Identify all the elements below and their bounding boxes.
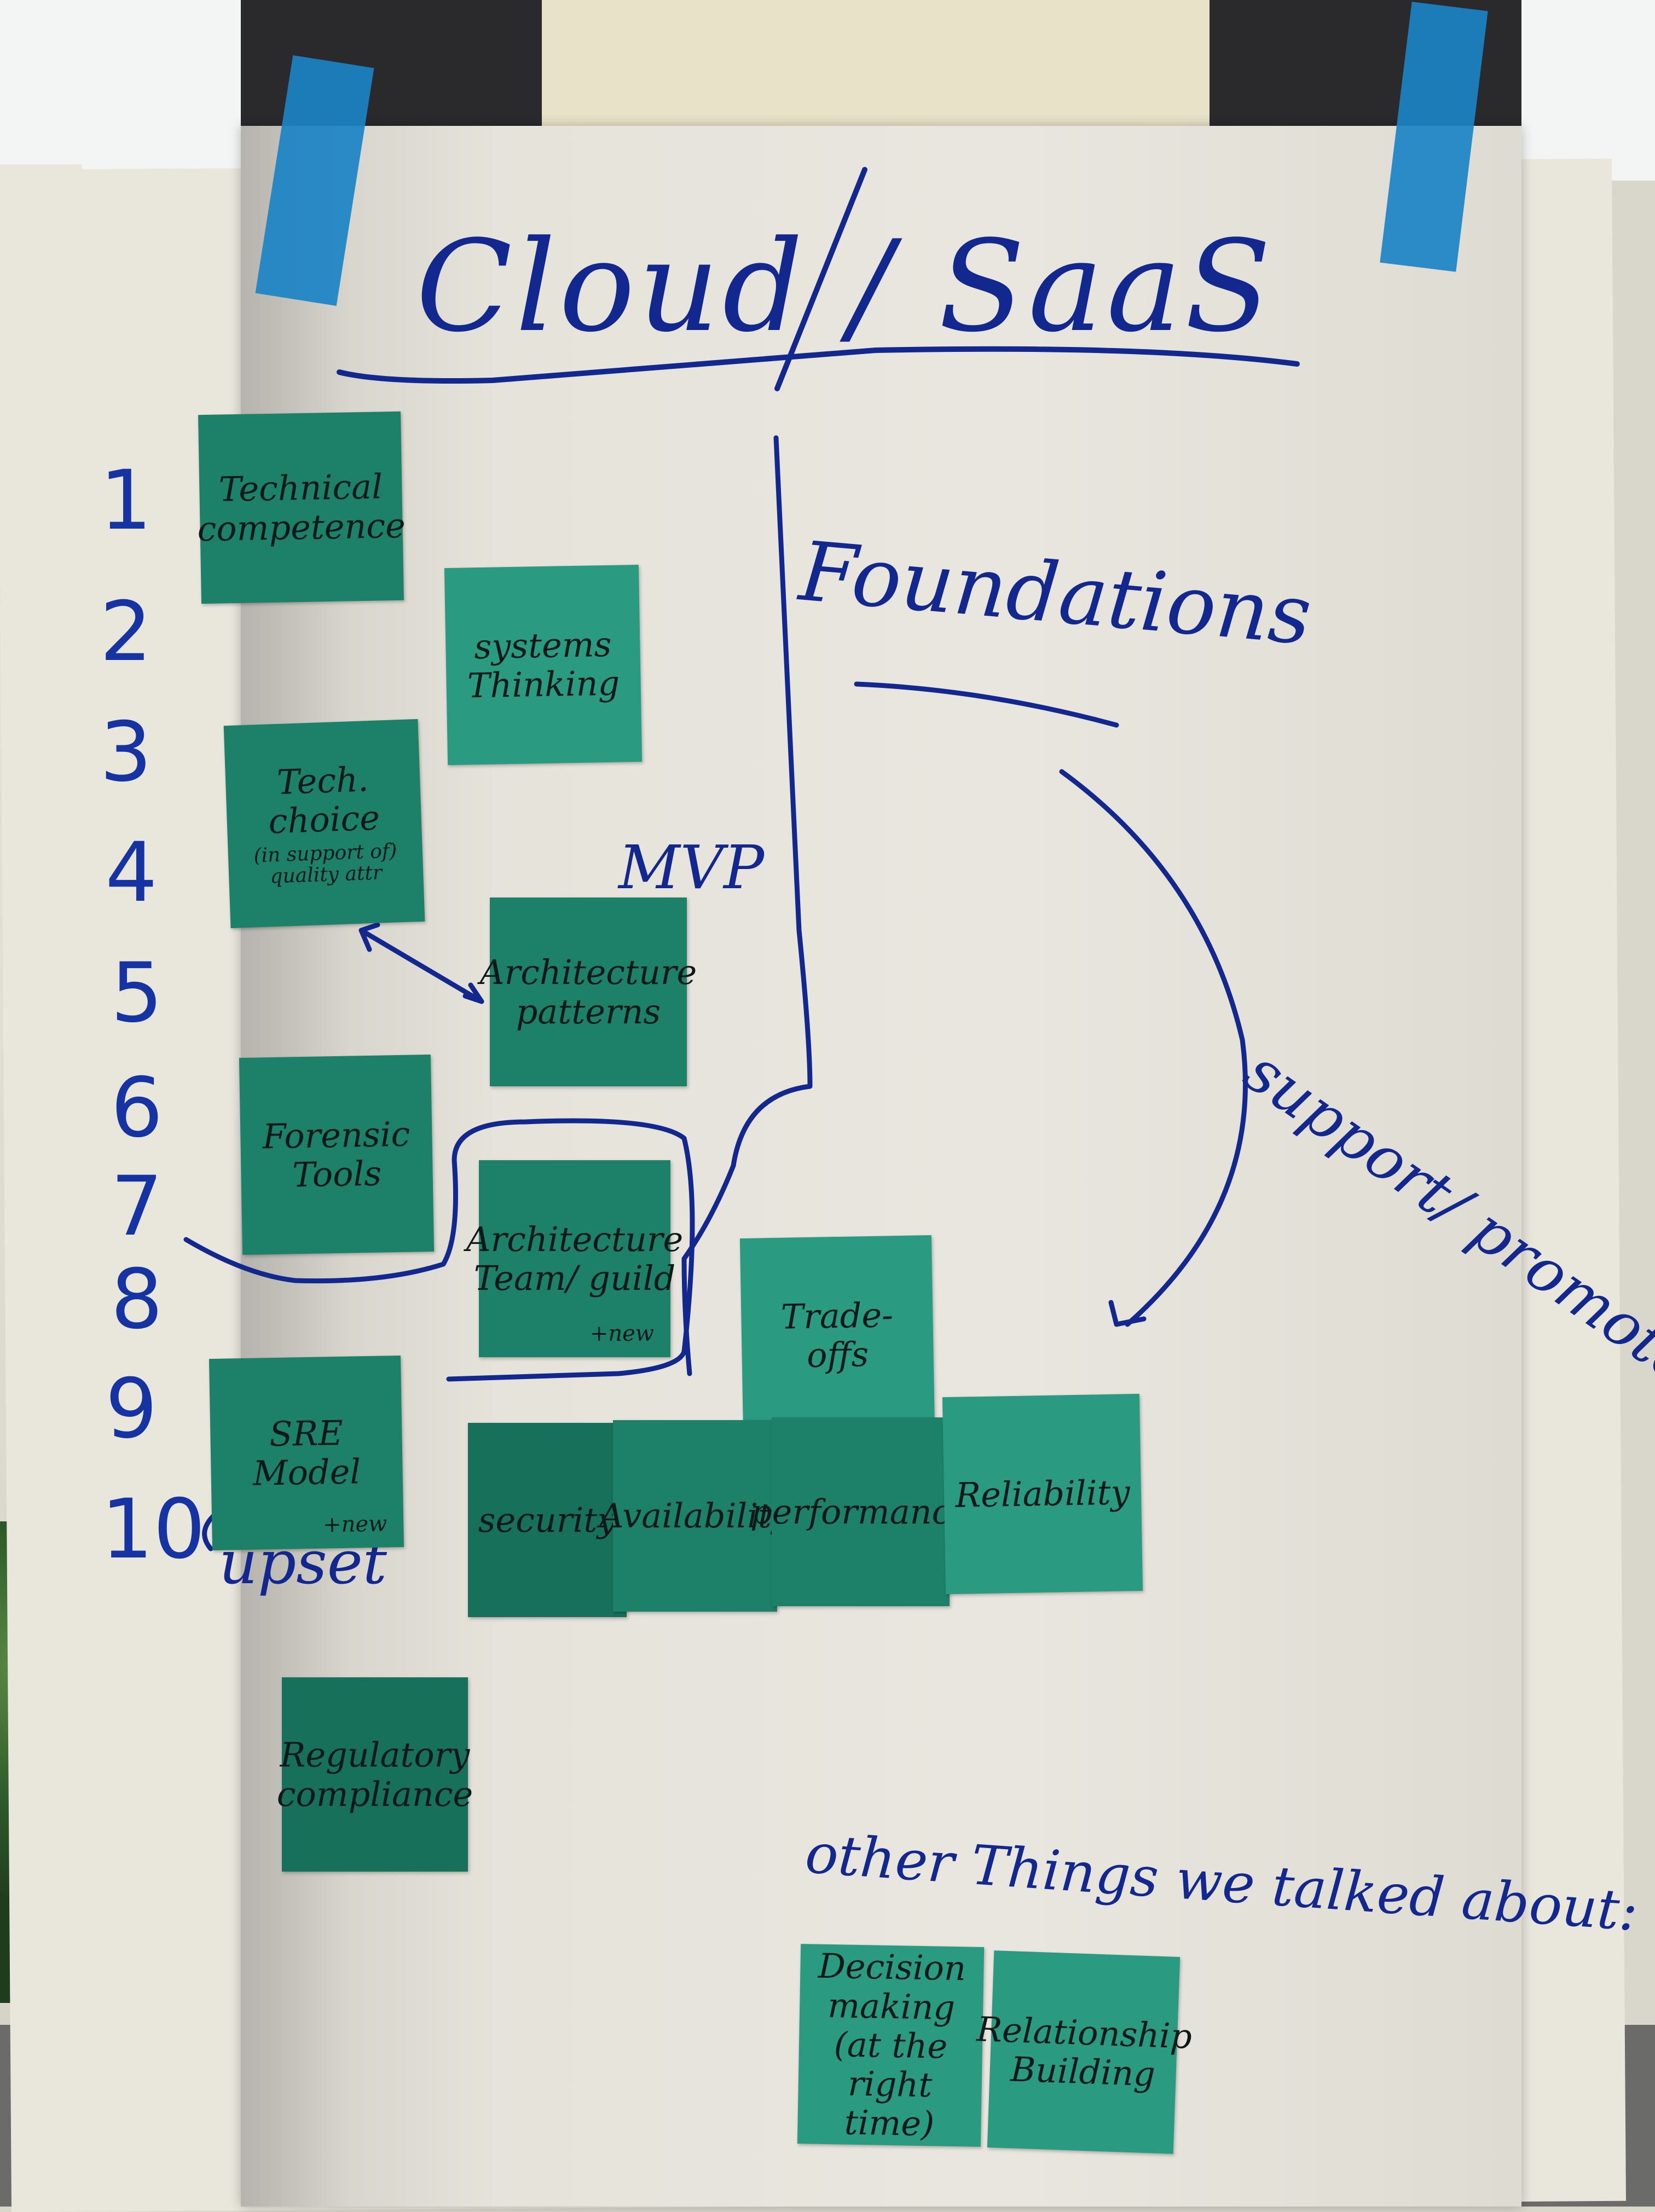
arch-team-loop [183, 1118, 695, 1382]
row-number: 4 [105, 825, 158, 920]
row-number: 7 [111, 1159, 163, 1254]
sticky-note-technical-competence[interactable]: Technical competence [197, 411, 406, 604]
sticky-note-performance[interactable]: performance [750, 1417, 971, 1606]
title-slash [774, 167, 867, 391]
row-number: 8 [111, 1252, 163, 1347]
choice-arrowhead [358, 922, 380, 952]
sticky-note-reliability[interactable]: Reliability [942, 1393, 1143, 1595]
row-number: 6 [111, 1061, 163, 1156]
sticky-note-tech-choice[interactable]: Tech. choice (in support of) quality att… [223, 719, 425, 929]
sticky-note-systems-thinking[interactable]: systems Thinking [444, 564, 643, 766]
sticky-note-architecture-team[interactable]: Architecture Team/ guild +new [466, 1160, 683, 1357]
row-number: 1 [100, 453, 152, 548]
sticky-note-forensic-tools[interactable]: Forensic Tools [239, 1054, 435, 1255]
vertical-divider [681, 435, 813, 1376]
sticky-note-architecture-patterns[interactable]: Architecture patterns [480, 897, 697, 1086]
foundations-underline [854, 681, 1119, 728]
row-number: 9 [105, 1362, 158, 1457]
sticky-note-relationship-building[interactable]: Relationship Building [976, 1950, 1193, 2154]
support-arrow [1059, 769, 1248, 1327]
title-underline [337, 346, 1300, 384]
choice-patterns-arrow [358, 928, 484, 1004]
row-number: 10 [101, 1482, 206, 1577]
sticky-note-security[interactable]: security [468, 1423, 627, 1617]
mvp-label: MVP [618, 832, 765, 902]
sticky-note-regulatory-compliance[interactable]: Regulatory compliance [277, 1677, 473, 1872]
patterns-arrowhead [462, 982, 484, 1004]
sticky-note-sre-model[interactable]: SRE Model +new [209, 1355, 404, 1551]
sticky-note-availability[interactable]: Availability [599, 1420, 791, 1612]
row-number: 5 [111, 946, 163, 1041]
support-arrowhead [1108, 1300, 1147, 1327]
sticky-note-decision-making[interactable]: Decision making (at the right time) [797, 1944, 985, 2147]
upset-bracket [202, 1513, 216, 1551]
row-number: 2 [100, 584, 152, 680]
board-title: Cloud / SaaS [416, 214, 1275, 360]
sticky-note-trade-offs[interactable]: Trade- offs [739, 1235, 935, 1436]
row-number: 3 [100, 705, 152, 800]
